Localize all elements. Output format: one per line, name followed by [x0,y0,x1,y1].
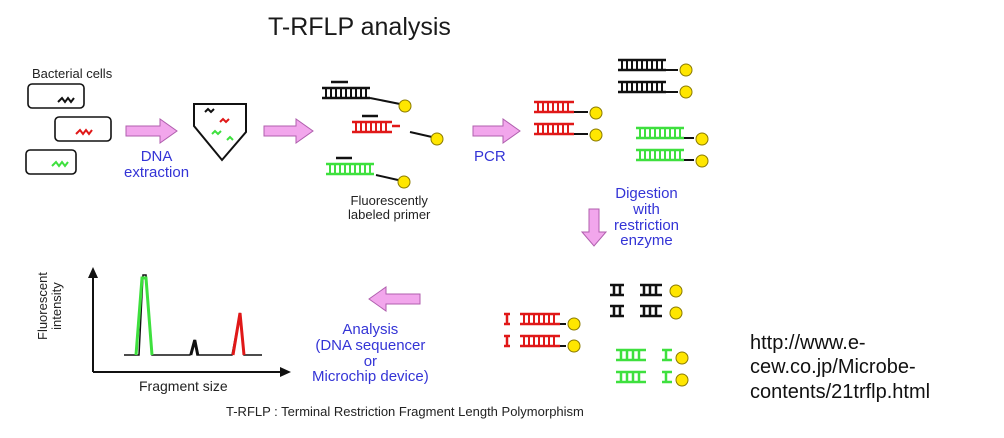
analysis-label: Analysis (DNA sequencer or Microchip dev… [312,321,429,386]
bacterial-cell-black [27,83,85,109]
digested-black-fragments [610,283,683,320]
dna-extraction-label: DNA extraction [124,148,190,181]
arrow-pcr [472,118,521,144]
arrow-digestion [580,208,608,247]
x-axis-label: Fragment size [139,378,228,394]
footer-caption: T-RFLP : Terminal Restriction Fragment L… [226,404,584,419]
source-url: http://www.e- cew.co.jp/Microbe- content… [750,332,931,403]
digested-green-fragments [616,348,689,387]
arrow-analysis [368,286,421,312]
diagram-title: T-RFLP analysis [268,13,451,41]
pcr-label: PCR [474,148,506,165]
primer-black [320,80,412,113]
electropherogram [88,267,291,377]
pcr-product-red [532,100,603,142]
digested-red-fragments [504,312,581,353]
bacterial-cell-green [25,149,77,175]
fluorescent-primer-label: Fluorescently labeled primer [348,193,431,222]
primer-green [324,156,411,189]
pcr-product-black [616,58,693,99]
bacterial-cells-label: Bacterial cells [32,66,113,81]
digestion-label: Digestion with restriction enzyme [614,185,680,250]
arrow-to-extraction [125,118,178,144]
bacterial-cell-red [54,116,112,142]
primer-red [350,114,444,146]
extraction-tube [193,103,247,162]
pcr-product-green [634,126,709,168]
arrow-to-pcr-mix [263,118,314,144]
